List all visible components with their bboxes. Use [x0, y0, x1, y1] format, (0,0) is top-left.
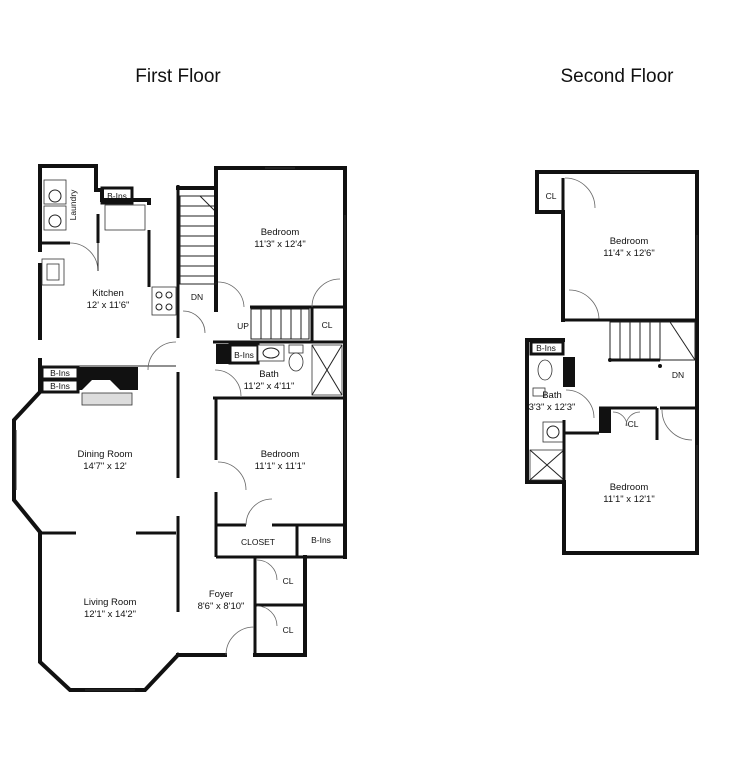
cl-foyer-2-label: CL [283, 625, 294, 635]
stair-up-label: UP [237, 321, 249, 331]
living-room-name: Living Room [84, 597, 137, 608]
bath-2-name: Bath [542, 390, 562, 401]
stair-dn-2-label: DN [672, 370, 684, 380]
dining-room-name: Dining Room [78, 449, 133, 460]
closet-label: CLOSET [241, 537, 275, 547]
kitchen-name: Kitchen [92, 288, 124, 299]
bath-2-size: 3'3" x 12'3" [529, 402, 576, 413]
foyer-name: Foyer [209, 589, 233, 600]
b-ins-2-label: B-Ins [536, 343, 556, 353]
bedroom-1-name: Bedroom [261, 227, 300, 238]
b-ins-bath-label: B-Ins [234, 350, 254, 360]
second-floor-title: Second Floor [560, 66, 674, 87]
first-floor-plan: B-Ins Laundry Kitchen 12' x 11'6" DN B [12, 164, 347, 692]
bedroom-1-size: 11'3" x 12'4" [254, 239, 305, 250]
first-floor-stair-down [179, 195, 217, 285]
bedroom-2-name: Bedroom [261, 449, 300, 460]
first-floor-title: First Floor [135, 66, 221, 87]
bath-1-name: Bath [259, 369, 279, 380]
bedroom-3-name: Bedroom [610, 236, 649, 247]
first-floor-stair-up [250, 308, 310, 340]
cl-foyer-1-label: CL [283, 576, 294, 586]
b-ins-dining-2-label: B-Ins [50, 381, 70, 391]
second-floor-stair [609, 321, 696, 361]
cl-mid-label: CL [628, 419, 639, 429]
living-room-size: 12'1" x 14'2" [84, 609, 136, 620]
foyer-size: 8'6" x 8'10" [198, 601, 245, 612]
b-ins-bedroom-label: B-Ins [311, 535, 331, 545]
cl-top-label: CL [546, 191, 557, 201]
bedroom-4-name: Bedroom [610, 482, 649, 493]
b-ins-dining-1-label: B-Ins [50, 368, 70, 378]
laundry-label: Laundry [68, 189, 78, 220]
bedroom-3-size: 11'4" x 12'6" [603, 248, 654, 259]
kitchen-size: 12' x 11'6" [87, 300, 130, 311]
stair-dn-label: DN [191, 292, 203, 302]
bedroom-2-size: 11'1" x 11'1" [255, 461, 306, 472]
dining-room-size: 14'7" x 12' [83, 461, 127, 472]
bedroom-4-size: 11'1" x 12'1" [603, 494, 654, 505]
second-floor-plan: CL Bedroom 11'4" x 12'6" DN B-Ins [525, 170, 699, 555]
b-ins-kitchen-label: B-Ins [107, 191, 127, 201]
cl-bedroom-label: CL [322, 320, 333, 330]
bath-1-size: 11'2" x 4'11" [244, 381, 295, 392]
